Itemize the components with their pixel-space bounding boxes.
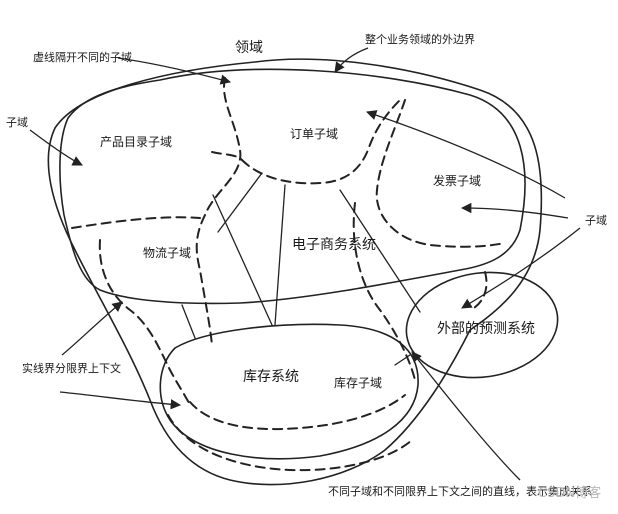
label-domain: 领域: [235, 40, 263, 56]
integration-line-forecast: [394, 354, 411, 366]
external-forecast-context-boundary: [405, 271, 559, 379]
integration-line-1: [217, 172, 263, 233]
label-subdomain-right: 子域: [585, 214, 607, 227]
label-ecommerce-system: 电子商务系统: [292, 237, 376, 253]
label-order: 订单子域: [290, 127, 338, 141]
watermark: CSDN博客: [538, 485, 601, 501]
domain-outer-boundary: [47, 58, 543, 486]
integration-line-3: [274, 184, 286, 326]
arrow-subdomain-right-2: [366, 110, 566, 199]
arrow-solid-line-note: [61, 301, 123, 356]
label-subdomain-left: 子域: [6, 116, 28, 129]
label-product-catalog: 产品目录子域: [100, 135, 172, 149]
label-integration-note: 不同子域和不同限界上下文之间的直线，表示集成关系: [328, 484, 592, 498]
label-logistics: 物流子域: [143, 246, 191, 260]
label-external-forecast: 外部的预测系统: [437, 321, 535, 337]
integration-line-2: [212, 194, 273, 326]
subdomain-divider-left-vertical: [195, 77, 242, 346]
integration-line-5: [339, 189, 421, 313]
arrow-dashed-line-note: [117, 57, 232, 85]
arrow-subdomain-right-1: [460, 202, 569, 219]
label-outer-boundary-note: 整个业务领域的外边界: [365, 32, 475, 46]
arrow-outer-boundary-note: [334, 47, 369, 73]
label-dashed-line-note: 虚线隔开不同的子域: [33, 50, 132, 64]
arrow-subdomain-left: [29, 129, 83, 166]
subdomain-divider-forecast: [469, 271, 488, 311]
label-invoice: 发票子域: [433, 173, 481, 188]
ecommerce-context-boundary: [59, 68, 526, 305]
inventory-context-boundary: [159, 323, 419, 460]
subdomain-divider-order-left: [211, 151, 243, 161]
subdomain-divider-order-bottom: [241, 99, 401, 185]
label-inventory-subdomain: 库存子域: [334, 375, 382, 390]
subdomain-divider-catalog-logistics: [71, 216, 201, 229]
subdomain-divider-inventory-right: [352, 202, 416, 381]
subdomain-divider-outer-bottom: [167, 414, 413, 472]
subdomain-divider-invoice: [375, 99, 506, 248]
subdomain-divider-inventory-left: [189, 394, 406, 431]
arrow-inventory-boundary: [59, 391, 182, 410]
subdomain-divider-logistics-lower: [98, 239, 191, 406]
label-inventory-system: 库存系统: [243, 369, 299, 385]
arrow-subdomain-right-3: [461, 227, 581, 309]
label-solid-line-note: 实线界分限界上下文: [22, 361, 121, 375]
arrow-integration-note: [411, 351, 521, 481]
integration-line-4: [181, 304, 196, 339]
